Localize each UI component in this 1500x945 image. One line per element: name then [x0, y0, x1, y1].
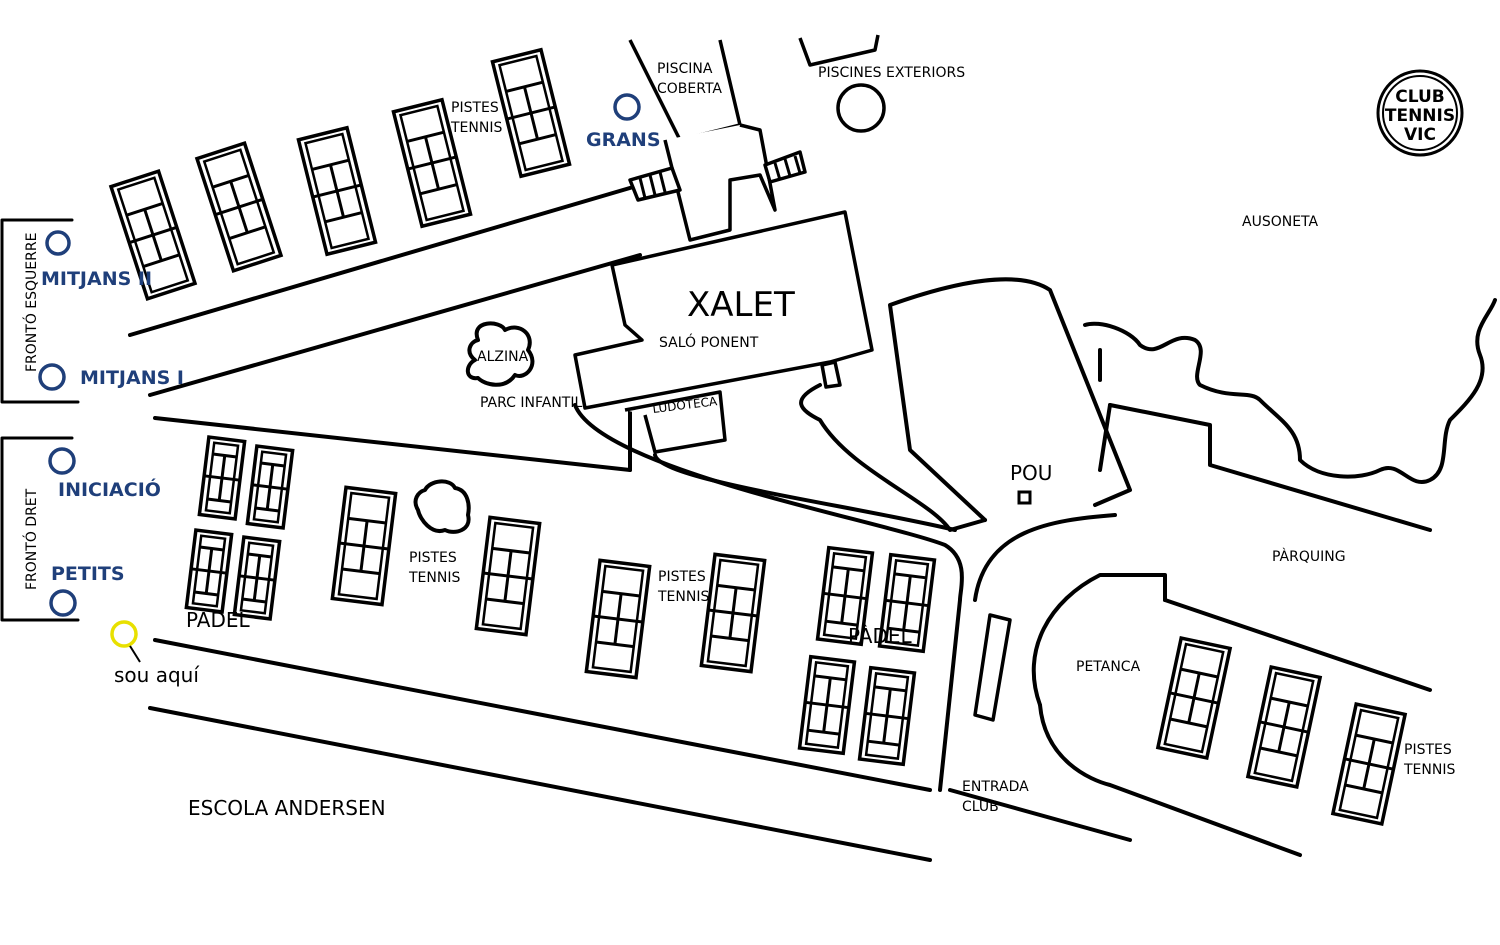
padel-court [877, 552, 937, 654]
meeting-point-grans[interactable]: GRANS [586, 93, 661, 151]
label-padel-left: PÀDEL [186, 608, 251, 632]
tennis-court [194, 140, 284, 274]
label-pistes-mid: PISTES [409, 550, 457, 566]
fronto-esquerre-box [0, 218, 80, 404]
label-grans: GRANS [586, 129, 661, 151]
label-petanca: PETANCA [1076, 659, 1141, 675]
label-pistes-top: PISTES [451, 100, 499, 116]
label-piscines-exteriors: PISCINES EXTERIORS [818, 65, 965, 81]
padel-court [184, 528, 234, 614]
tennis-court [330, 485, 398, 607]
label-iniciacio: INICIACIÓ [58, 477, 161, 501]
tennis-court [584, 558, 652, 680]
padel-court [857, 665, 917, 767]
tennis-court [1245, 664, 1323, 790]
label-parquing: PÀRQUING [1272, 548, 1346, 565]
tennis-court [490, 47, 572, 179]
label-tennis-mid: TENNIS [408, 570, 460, 586]
meeting-point-iniciacio[interactable]: INICIACIÓ [48, 447, 161, 501]
label-fronto-dret: FRONTÓ DRET [22, 488, 40, 590]
label-escola-andersen: ESCOLA ANDERSEN [188, 796, 386, 820]
padel-court [797, 654, 857, 756]
fronto-dret-box [0, 436, 80, 622]
padel-court [232, 535, 282, 621]
club-tennis-vic-logo: CLUB TENNIS VIC [1376, 69, 1464, 157]
padel-court [815, 545, 875, 647]
logo-line-2: TENNIS [1385, 106, 1455, 126]
padel-court [197, 435, 247, 521]
bush [413, 479, 471, 534]
top-buildings [628, 34, 886, 242]
label-tennis-center: TENNIS [657, 589, 709, 605]
label-piscina: PISCINA [657, 61, 713, 77]
label-club: CLUB [962, 799, 999, 815]
tennis-court [474, 515, 542, 637]
pou-square [1017, 490, 1032, 505]
stairs-right [763, 150, 807, 184]
label-petits: PETITS [51, 563, 125, 585]
courts-layer [108, 47, 1408, 827]
label-alzina: ALZINA [477, 349, 529, 365]
paths [128, 183, 1497, 862]
tennis-court [296, 125, 378, 257]
meeting-point-mitjans-i[interactable]: MITJANS I [38, 363, 184, 391]
xalet-building [573, 210, 874, 410]
label-xalet: XALET [687, 285, 795, 325]
label-pou: POU [1010, 461, 1052, 485]
stairs-left [628, 166, 682, 202]
ludoteca-building [624, 390, 727, 454]
label-parc-infantil: PARC INFANTIL [480, 395, 582, 411]
entrance-bar [973, 613, 1012, 722]
label-salo-ponent: SALÓ PONENT [659, 333, 759, 351]
label-fronto-esquerre: FRONTÓ ESQUERRE [22, 233, 40, 372]
padel-court [245, 444, 295, 530]
logo-line-3: VIC [1404, 125, 1436, 145]
outdoor-pool [836, 83, 886, 133]
label-pistes-center: PISTES [658, 569, 706, 585]
label-mitjans-ii: MITJANS II [41, 268, 152, 290]
tennis-court [1330, 701, 1408, 827]
you-are-here-marker[interactable]: sou aquí [110, 620, 200, 687]
label-tennis-right: TENNIS [1403, 762, 1455, 778]
logo-line-1: CLUB [1395, 87, 1444, 107]
tennis-court [391, 97, 473, 229]
label-sou-aqui: sou aquí [114, 663, 200, 687]
tennis-court [108, 168, 198, 302]
label-entrada: ENTRADA [962, 779, 1029, 795]
tennis-court [699, 552, 767, 674]
alzina-tree [465, 321, 535, 387]
meeting-point-mitjans-ii[interactable]: MITJANS II [41, 230, 152, 290]
label-tennis-top: TENNIS [450, 120, 502, 136]
label-pistes-right: PISTES [1404, 742, 1452, 758]
tennis-court [1155, 635, 1233, 761]
label-padel-right: PÀDEL [848, 624, 913, 648]
label-ausoneta: AUSONETA [1242, 214, 1319, 230]
label-coberta: COBERTA [657, 81, 722, 97]
meeting-point-petits[interactable]: PETITS [49, 563, 125, 617]
label-mitjans-i: MITJANS I [80, 367, 184, 389]
